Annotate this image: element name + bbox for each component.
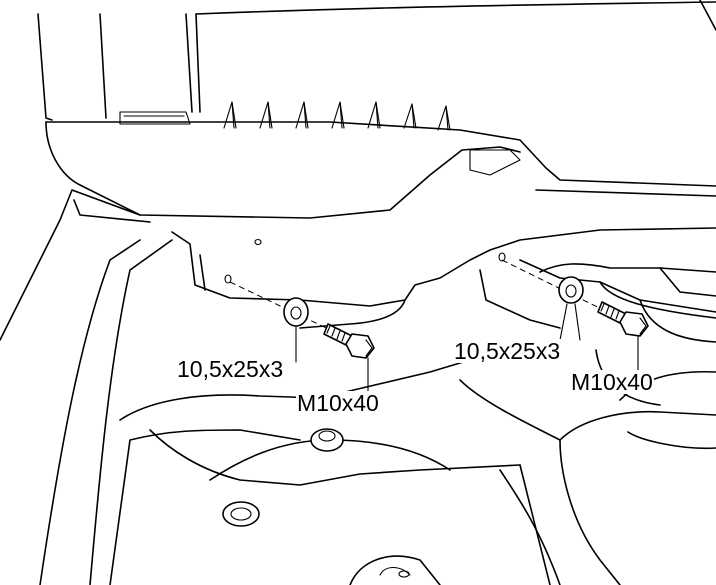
washer-left-callout: 10,5x25x3 (176, 356, 285, 382)
body-frame (0, 189, 716, 585)
fastener-right (501, 259, 649, 373)
bolt-left-callout: M10x40 (296, 390, 380, 416)
washer-right-callout: 10,5x25x3 (453, 338, 562, 364)
bolt-right-callout: M10x40 (570, 369, 654, 395)
fastener-left (229, 281, 375, 393)
upper-cover (37, 0, 716, 219)
